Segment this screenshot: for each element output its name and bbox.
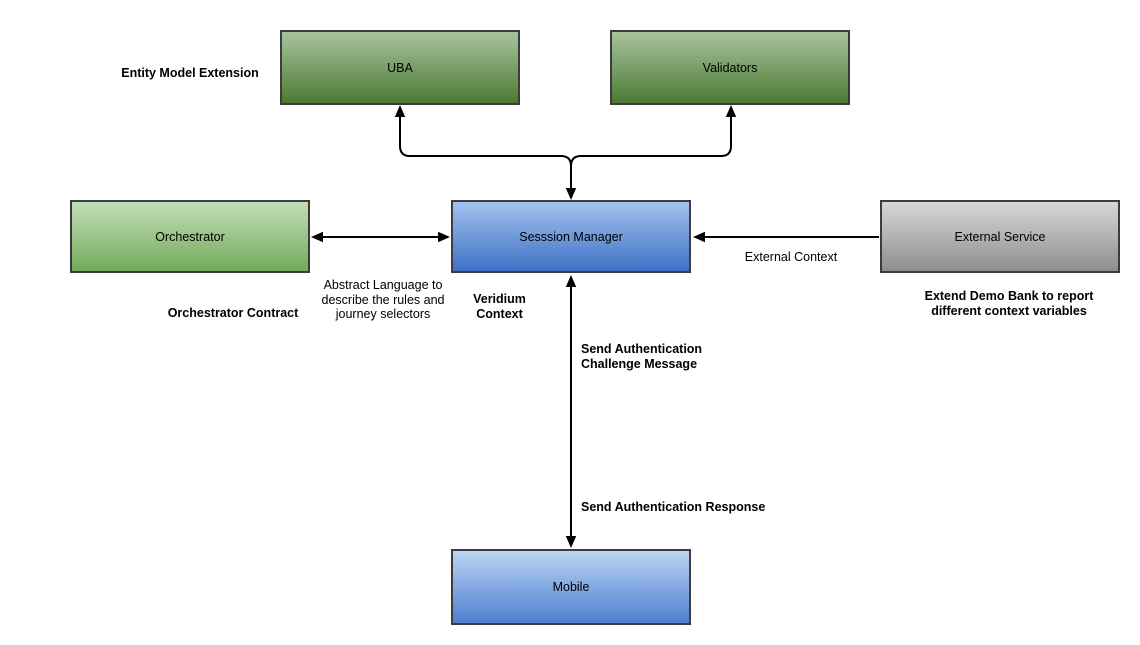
label-external-context: External Context (744, 250, 838, 264)
label-abstract-language: Abstract Language to describe the rules … (321, 278, 445, 321)
arrowhead-up-uba (394, 105, 406, 117)
node-external-service: External Service (880, 200, 1120, 273)
label-entity-model-extension: Entity Model Extension (121, 66, 259, 80)
node-mobile-label: Mobile (552, 580, 590, 594)
connector-session-mobile (565, 275, 577, 548)
label-send-auth-challenge: Send Authentication Challenge Message (581, 342, 703, 371)
node-session-manager: Sesssion Manager (451, 200, 691, 273)
connector-orchestrator-session (311, 231, 450, 243)
node-session-manager-label: Sesssion Manager (519, 229, 623, 244)
node-external-service-label: External Service (954, 229, 1046, 244)
node-orchestrator: Orchestrator (70, 200, 310, 273)
node-validators: Validators (610, 30, 850, 105)
node-uba: UBA (280, 30, 520, 105)
label-orchestrator-contract: Orchestrator Contract (167, 306, 299, 320)
label-extend-demo-bank: Extend Demo Bank to report different con… (924, 289, 1094, 318)
label-send-auth-response: Send Authentication Response (581, 500, 766, 514)
label-veridium-context: Veridium Context (473, 292, 526, 321)
connector-external-session (693, 231, 879, 243)
arrowhead-up-session-bottom (565, 275, 577, 287)
node-uba-label: UBA (387, 60, 413, 75)
arrowhead-left-session (693, 231, 705, 243)
arrowhead-down-session (565, 188, 577, 200)
node-validators-label: Validators (702, 60, 758, 75)
arrowhead-left-orchestrator (311, 231, 323, 243)
arrowhead-down-mobile (565, 536, 577, 548)
arrowhead-right-session (438, 231, 450, 243)
node-orchestrator-label: Orchestrator (155, 229, 225, 244)
node-mobile: Mobile (451, 549, 691, 625)
arrowhead-up-validators (725, 105, 737, 117)
connector-merge-uba-validators-session (394, 105, 737, 200)
